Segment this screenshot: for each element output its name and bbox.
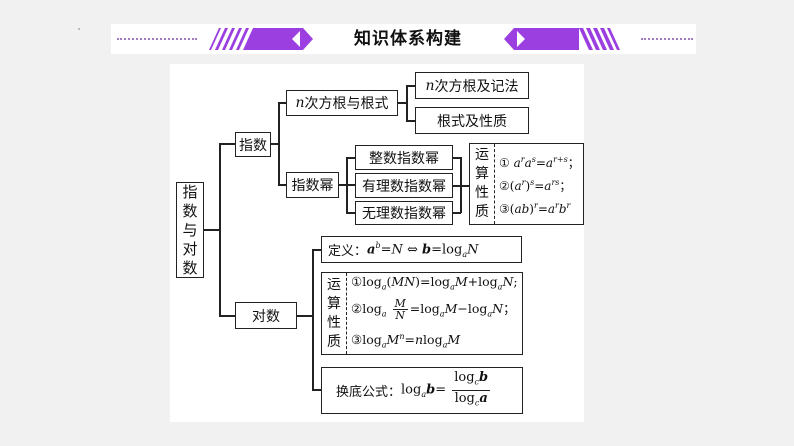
exponent-label: 指数 xyxy=(239,137,267,154)
integer-power-label: 整数指数幂 xyxy=(369,150,439,167)
rational-power-node: 有理数指数幂 xyxy=(355,173,453,198)
log-node: 对数 xyxy=(235,302,297,329)
connector xyxy=(312,249,321,251)
log-property-3: ③logaMn=nlogaM xyxy=(351,331,461,350)
banner-ribbon-left xyxy=(209,28,313,50)
nth-root-node: n 次方根与根式 xyxy=(286,90,398,116)
connector xyxy=(346,157,348,213)
item-number: ① xyxy=(351,273,363,289)
connector xyxy=(278,184,286,186)
connector xyxy=(312,389,321,391)
properties-label: 运 算 性 质 xyxy=(322,273,347,354)
root-char: 数 xyxy=(182,201,198,220)
item-number: ③ xyxy=(499,201,510,216)
banner-title: 知识体系构建 xyxy=(354,29,462,49)
nth-root-notation-label: 次方根及记法 xyxy=(434,78,519,95)
root-char: 与 xyxy=(182,220,198,239)
item-number: ① xyxy=(499,155,510,170)
connector xyxy=(297,315,313,317)
arrow-left-icon xyxy=(292,31,300,47)
irrational-power-node: 无理数指数幂 xyxy=(355,201,453,225)
connector xyxy=(398,102,407,104)
log-property-1: ①loga(MN)=logaM+logaN; xyxy=(351,273,518,292)
connector xyxy=(406,85,408,121)
dotted-line-left xyxy=(117,38,197,40)
power-property-3: ③(ab)r=arbr xyxy=(499,200,571,216)
connector xyxy=(219,143,221,317)
label-char: 质 xyxy=(327,333,341,350)
connector xyxy=(219,315,235,317)
nth-root-notation-node: n 次方根及记法 xyxy=(415,72,529,99)
dotted-line-right xyxy=(641,38,693,40)
label-char: 运 xyxy=(327,276,341,293)
power-label: 指数幂 xyxy=(291,178,334,194)
connector xyxy=(346,157,355,159)
connector xyxy=(453,157,461,159)
power-property-1: ① aras=ar+s； xyxy=(499,154,580,170)
connector xyxy=(406,85,415,87)
var-n: n xyxy=(295,95,305,111)
arrow-right-icon xyxy=(517,31,525,47)
connector xyxy=(271,143,279,145)
label-char: 质 xyxy=(475,204,489,220)
connector xyxy=(278,102,280,186)
label-char: 算 xyxy=(475,166,489,182)
radical-properties-node: 根式及性质 xyxy=(415,107,529,134)
label-char: 性 xyxy=(475,185,489,201)
connector xyxy=(453,212,461,214)
irrational-power-label: 无理数指数幂 xyxy=(362,206,446,222)
root-char: 对 xyxy=(182,239,198,258)
definition-formula: ab=N ⇔ b=logaN xyxy=(367,240,479,259)
label-char: 运 xyxy=(475,147,489,163)
power-properties-box: 运 算 性 质 ① aras=ar+s； ②(ar)s=ars； ③(ab)r=… xyxy=(469,143,584,225)
connector xyxy=(346,212,355,214)
nth-root-label: 次方根与根式 xyxy=(304,96,389,112)
connector xyxy=(278,102,286,104)
log-definition-box: 定义： ab=N ⇔ b=logaN xyxy=(321,236,522,263)
root-char: 指 xyxy=(182,182,198,201)
change-of-base-label: 换底公式： xyxy=(336,385,402,400)
rational-power-label: 有理数指数幂 xyxy=(362,178,446,195)
item-number: ③ xyxy=(351,331,363,347)
log-label: 对数 xyxy=(252,308,280,325)
power-node: 指数幂 xyxy=(286,172,339,198)
label-char: 算 xyxy=(327,295,341,312)
connector xyxy=(204,229,220,231)
connector xyxy=(406,120,415,122)
label-char: 性 xyxy=(327,314,341,331)
integer-power-node: 整数指数幂 xyxy=(355,145,453,170)
connector xyxy=(219,143,235,145)
decorative-dot xyxy=(78,28,80,30)
connector xyxy=(312,249,314,390)
radical-properties-label: 根式及性质 xyxy=(437,113,507,130)
var-n: n xyxy=(425,77,435,94)
item-number: ② xyxy=(499,178,510,193)
exponent-node: 指数 xyxy=(235,132,271,157)
definition-label: 定义： xyxy=(328,244,368,259)
root-char: 数 xyxy=(182,258,198,277)
section-banner: 知识体系构建 xyxy=(111,24,696,54)
banner-ribbon-right xyxy=(504,28,620,50)
item-number: ② xyxy=(351,301,363,317)
properties-label: 运 算 性 质 xyxy=(470,144,495,224)
root-node: 指 数 与 对 数 xyxy=(176,182,204,278)
power-property-2: ②(ar)s=ars； xyxy=(499,177,572,193)
connector xyxy=(460,157,462,213)
